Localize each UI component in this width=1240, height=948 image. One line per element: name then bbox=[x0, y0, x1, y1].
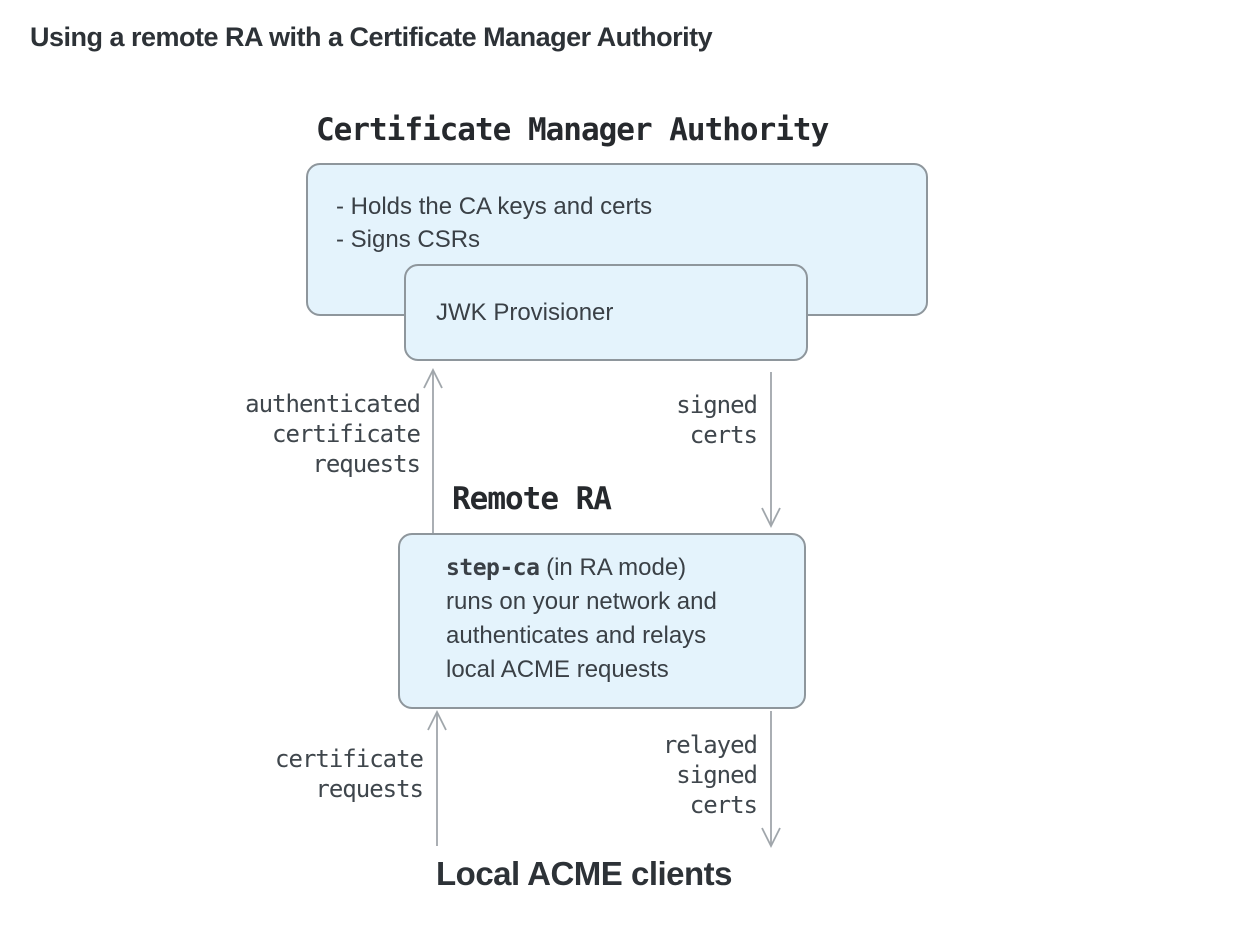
cma-bullet: - Signs CSRs bbox=[336, 226, 481, 253]
label-line: signed bbox=[676, 391, 758, 419]
signed-certs-label: signed certs bbox=[557, 390, 758, 450]
jwk-provisioner-box: JWK Provisioner bbox=[404, 264, 808, 361]
label-line: requests bbox=[312, 450, 421, 478]
ra-line: authenticates and relays bbox=[446, 622, 707, 649]
remote-ra-box-text: step-ca (in RA mode) runs on your networ… bbox=[400, 535, 804, 687]
cma-heading: Certificate Manager Authority bbox=[316, 112, 829, 148]
cert-requests-label: certificate requests bbox=[143, 744, 424, 804]
ra-line: runs on your network and bbox=[446, 588, 717, 615]
label-line: certificate bbox=[272, 420, 421, 448]
cert-requests-up-arrow bbox=[427, 709, 447, 846]
label-line: signed bbox=[676, 761, 758, 789]
label-line: certs bbox=[689, 421, 758, 449]
local-acme-clients-heading: Local ACME clients bbox=[436, 855, 733, 892]
relayed-signed-certs-down-arrow bbox=[761, 711, 781, 849]
ra-line-rest: (in RA mode) bbox=[539, 554, 687, 581]
label-line: requests bbox=[315, 775, 424, 803]
auth-requests-up-arrow bbox=[423, 367, 443, 533]
remote-ra-heading: Remote RA bbox=[452, 481, 612, 517]
jwk-provisioner-label: JWK Provisioner bbox=[436, 298, 614, 326]
cma-bullet: - Holds the CA keys and certs bbox=[336, 193, 653, 220]
ra-line: local ACME requests bbox=[446, 656, 669, 683]
ra-line: step-ca (in RA mode) bbox=[446, 551, 804, 585]
remote-ra-box: step-ca (in RA mode) runs on your networ… bbox=[398, 533, 806, 709]
label-line: certs bbox=[689, 791, 758, 819]
signed-certs-down-arrow bbox=[761, 372, 781, 529]
label-line: authenticated bbox=[245, 390, 421, 418]
label-line: certificate bbox=[275, 745, 424, 773]
page-title: Using a remote RA with a Certificate Man… bbox=[30, 22, 713, 52]
relayed-signed-certs-label: relayed signed certs bbox=[557, 730, 758, 820]
cma-bullet-list: - Holds the CA keys and certs - Signs CS… bbox=[308, 165, 926, 256]
step-ca-code: step-ca bbox=[446, 555, 540, 581]
auth-requests-label: authenticated certificate requests bbox=[140, 389, 421, 479]
label-line: relayed bbox=[662, 731, 758, 759]
